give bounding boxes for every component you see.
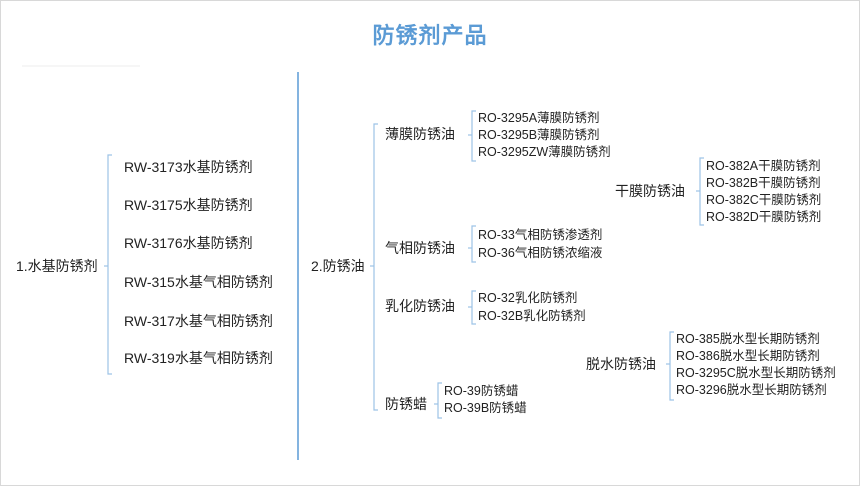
product-item: RO-36气相防锈浓缩液: [478, 246, 603, 260]
product-item: RW-3173水基防锈剂: [124, 159, 253, 175]
bracket-wax: [437, 382, 442, 419]
product-item: RO-382B干膜防锈剂: [706, 176, 821, 190]
subcategory-film: 薄膜防锈油: [385, 126, 455, 142]
product-item: RW-315水基气相防锈剂: [124, 274, 273, 290]
product-item: RW-3176水基防锈剂: [124, 235, 253, 251]
bracket-root2: [373, 123, 378, 411]
bracket-dewater: [669, 331, 674, 401]
product-item: RW-317水基气相防锈剂: [124, 313, 273, 329]
product-item: RO-385脱水型长期防锈剂: [676, 332, 820, 346]
subcategory-dry-film: 干膜防锈油: [615, 183, 685, 199]
bracket-vapor: [471, 225, 476, 263]
product-item: RO-3295C脱水型长期防锈剂: [676, 366, 836, 380]
page-title: 防锈剂产品: [372, 23, 488, 48]
product-item: RO-3295A薄膜防锈剂: [478, 111, 600, 125]
product-item: RO-39B防锈蜡: [444, 401, 527, 415]
product-item: RO-3296脱水型长期防锈剂: [676, 383, 827, 397]
product-item: RO-386脱水型长期防锈剂: [676, 349, 820, 363]
subcategory-dewatering: 脱水防锈油: [586, 356, 656, 372]
subcategory-wax: 防锈蜡: [385, 396, 427, 412]
subcategory-emulsified: 乳化防锈油: [385, 298, 455, 314]
product-item: RO-3295ZW薄膜防锈剂: [478, 145, 611, 159]
bracket-root1: [107, 154, 112, 375]
category-rust-oil: 2.防锈油: [311, 258, 365, 274]
product-item: RO-39防锈蜡: [444, 384, 519, 398]
product-item: RW-319水基气相防锈剂: [124, 350, 273, 366]
bracket-film: [471, 110, 476, 162]
bracket-dry: [699, 157, 704, 226]
product-item: RO-33气相防锈渗透剂: [478, 228, 603, 242]
product-item: RW-3175水基防锈剂: [124, 197, 253, 213]
product-item: RO-32乳化防锈剂: [478, 291, 578, 305]
subcategory-vapor: 气相防锈油: [385, 240, 455, 256]
product-item: RO-3295B薄膜防锈剂: [478, 128, 600, 142]
product-item: RO-32B乳化防锈剂: [478, 309, 586, 323]
product-item: RO-382D干膜防锈剂: [706, 210, 822, 224]
bracket-emul: [471, 290, 476, 325]
product-item: RO-382A干膜防锈剂: [706, 159, 821, 173]
product-item: RO-382C干膜防锈剂: [706, 193, 822, 207]
category-water-based: 1.水基防锈剂: [16, 258, 98, 274]
